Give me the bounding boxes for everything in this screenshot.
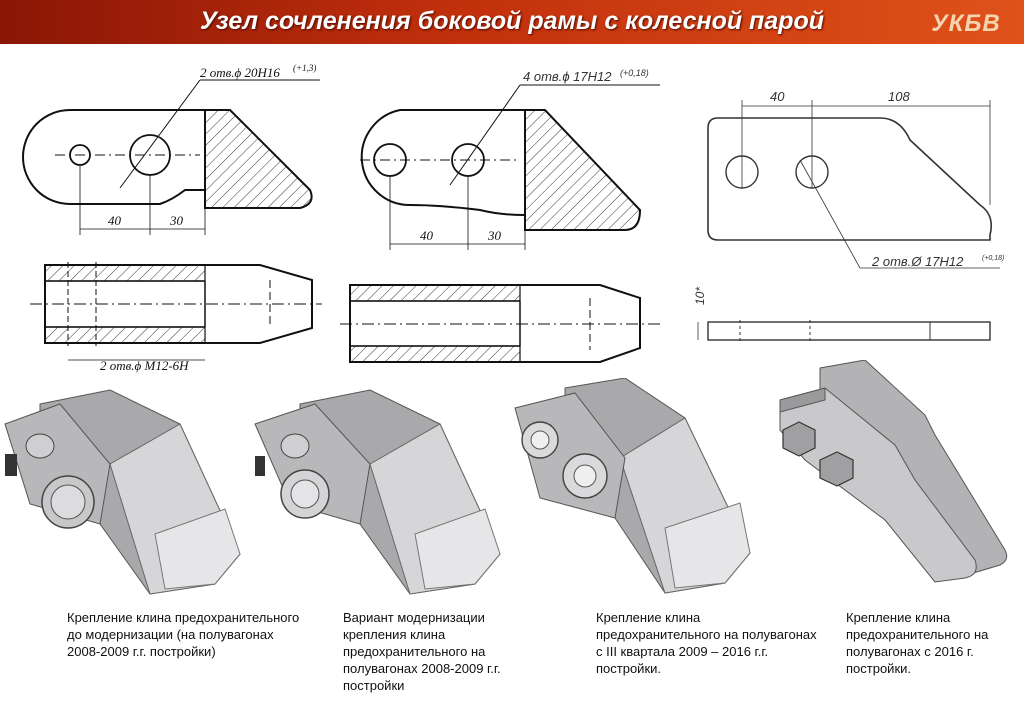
dim-108: 108 <box>888 89 910 104</box>
dim-30: 30 <box>169 213 184 228</box>
dim-40: 40 <box>420 228 434 243</box>
hatched-section <box>524 109 642 231</box>
caption-2: Вариант модернизации крепления клина пре… <box>343 610 501 693</box>
clevis-outline <box>360 109 526 217</box>
dim-40: 40 <box>770 89 785 104</box>
render-1 <box>0 384 250 599</box>
dim-40: 40 <box>108 213 122 228</box>
render-3 <box>505 378 770 598</box>
drawing-3: 40 108 2 отв.Ø 17H12 (+0,18) 10* <box>680 44 1024 384</box>
dim-thickness: 10* <box>693 287 707 305</box>
drawing-1: 40 30 2 отв.ϕ 20H16 (+1,3) 2 отв.ϕ M12-6… <box>0 44 340 384</box>
thread-callout: 2 отв.ϕ M12-6H <box>100 358 189 373</box>
slide-title: Узел сочленения боковой рамы с колесной … <box>199 7 825 35</box>
plate-outline <box>707 117 993 241</box>
caption-1: Крепление клина предохранительного до мо… <box>67 610 300 659</box>
hatched-section <box>204 109 313 209</box>
hole-callout: 4 отв.ϕ 17H12 <box>523 69 612 84</box>
title-bar: Узел сочленения боковой рамы с колесной … <box>0 0 1024 44</box>
hole-tolerance: (+0,18) <box>982 255 1004 262</box>
caption-4: Крепление клина предохранительного на по… <box>846 610 989 676</box>
hole-callout: 2 отв.Ø 17H12 <box>871 254 964 269</box>
plate-side-view <box>707 321 991 341</box>
clevis-outline <box>22 109 206 205</box>
logo: УКБВ <box>922 6 1010 40</box>
hole-callout: 2 отв.ϕ 20H16 <box>200 65 280 80</box>
caption-3: Крепление клина предохранительного на по… <box>596 610 817 676</box>
render-2 <box>250 384 520 599</box>
render-4 <box>765 360 1024 600</box>
hole-tolerance: (+0,18) <box>620 68 649 78</box>
hole-tolerance: (+1,3) <box>293 63 316 73</box>
drawing-2: 40 30 4 отв.ϕ 17H12 (+0,18) <box>340 44 680 384</box>
logo-text: УКБВ <box>931 10 1001 37</box>
dim-30: 30 <box>487 228 502 243</box>
